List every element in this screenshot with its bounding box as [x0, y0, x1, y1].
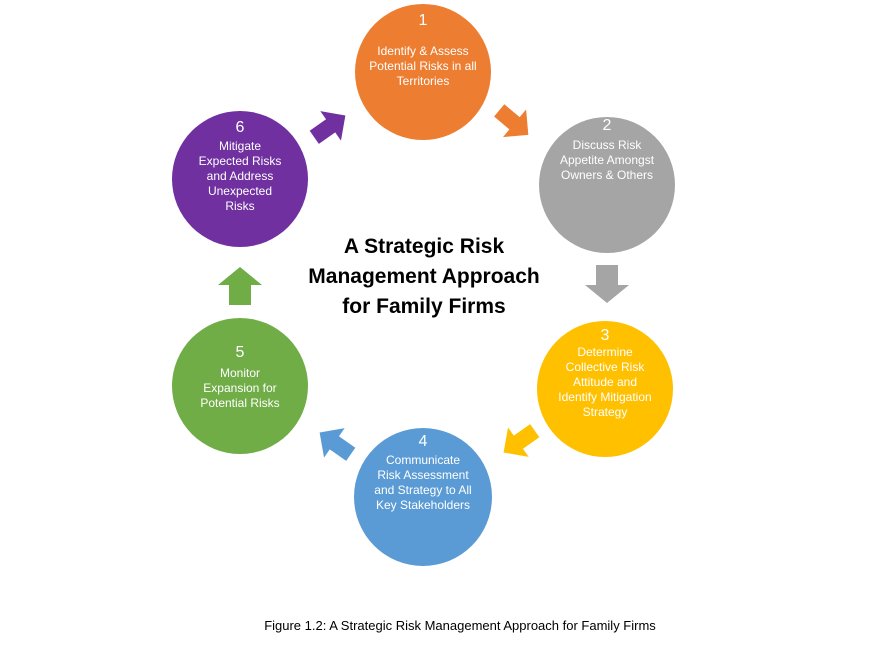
step-4-circle: 4 Communicate Risk Assessment and Strate… [354, 428, 492, 566]
arrow-5-to-6 [218, 267, 262, 305]
step-4-label: Communicate Risk Assessment and Strategy… [374, 453, 472, 512]
arrow-4-to-5 [319, 428, 356, 461]
step-1-label: Identify & Assess Potential Risks in all… [369, 44, 477, 88]
step-1-number: 1 [418, 12, 428, 29]
step-3-number: 3 [600, 327, 610, 344]
step-1-circle: 1 Identify & Assess Potential Risks in a… [355, 4, 491, 140]
step-3-label: Determine Collective Risk Attitude and I… [558, 345, 652, 419]
step-6-circle: 6 Mitigate Expected Risks and Address Un… [172, 111, 308, 247]
step-3-circle: 3 Determine Collective Risk Attitude and… [537, 321, 673, 457]
figure-caption: Figure 1.2: A Strategic Risk Management … [264, 618, 656, 633]
step-2-label: Discuss Risk Appetite Amongst Owners & O… [559, 138, 655, 182]
step-5-circle: 5 Monitor Expansion for Potential Risks [172, 318, 308, 454]
step-4-number: 4 [418, 433, 428, 450]
arrow-1-to-2 [494, 104, 529, 138]
arrow-2-to-3 [585, 265, 629, 303]
arrow-6-to-1 [309, 111, 346, 144]
center-title: A Strategic Risk Management Approach for… [308, 235, 540, 318]
step-6-number: 6 [235, 119, 245, 136]
step-5-label: Monitor Expansion for Potential Risks [200, 366, 280, 410]
step-5-number: 5 [235, 344, 245, 361]
step-2-number: 2 [602, 117, 612, 134]
step-2-circle: 2 Discuss Risk Appetite Amongst Owners &… [539, 117, 675, 253]
arrow-3-to-4 [503, 424, 540, 457]
step-6-label: Mitigate Expected Risks and Address Unex… [198, 139, 282, 213]
